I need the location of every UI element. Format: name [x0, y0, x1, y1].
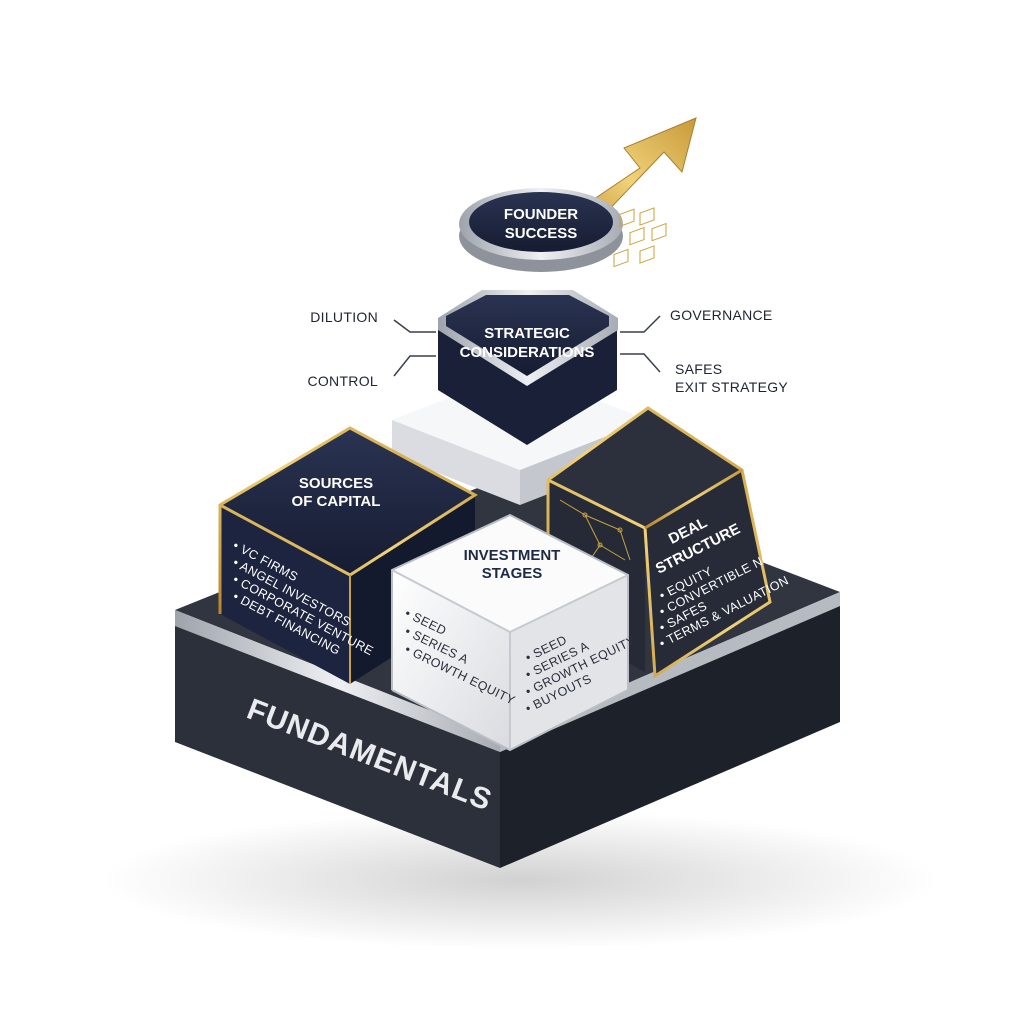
investment-title-line1: INVESTMENT [464, 547, 561, 564]
strategic-top [446, 295, 609, 376]
deal-gold-edges [546, 406, 772, 679]
strategic-title-line1: STRATEGIC [484, 325, 570, 342]
label-exit-strategy: EXIT STRATEGY [675, 379, 788, 395]
label-control: CONTROL [307, 373, 378, 389]
connector-dilution [393, 319, 436, 333]
apex-title-line1: FOUNDER [504, 206, 578, 223]
investment-stages-block: INVESTMENT STAGES • SEED • SERIES A • GR… [391, 513, 638, 752]
connector-governance [620, 315, 661, 333]
base-rim-left [175, 610, 500, 752]
sources-title-line1: SOURCES [299, 475, 373, 492]
strategic-title-line2: CONSIDERATIONS [460, 344, 595, 361]
plinth-left [392, 420, 520, 505]
deal-gold-edge-mid [644, 468, 743, 530]
connector-control [393, 355, 436, 377]
ground-shadow [100, 810, 940, 950]
base-front-right [500, 606, 840, 868]
label-safes: SAFES [675, 361, 722, 377]
label-dilution: DILUTION [310, 309, 378, 325]
founder-success-block: FOUNDER SUCCESS [459, 117, 697, 272]
disc-face [469, 192, 613, 252]
base-front-left [175, 626, 500, 868]
strategic-considerations-block: STRATEGIC CONSIDERATIONS DILUTION CONTRO… [307, 290, 788, 445]
deal-front-face [645, 470, 770, 676]
apex-title-line2: SUCCESS [505, 225, 578, 242]
label-governance: GOVERNANCE [670, 307, 773, 323]
sources-left-face [220, 505, 350, 684]
sources-title-line2: OF CAPITAL [292, 493, 381, 510]
sources-of-capital-block: SOURCES OF CAPITAL • VC FIRMS • ANGEL IN… [218, 426, 478, 684]
connector-safes [620, 353, 661, 373]
sources-gold-edges [218, 426, 478, 614]
investment-title-line2: STAGES [482, 565, 543, 582]
